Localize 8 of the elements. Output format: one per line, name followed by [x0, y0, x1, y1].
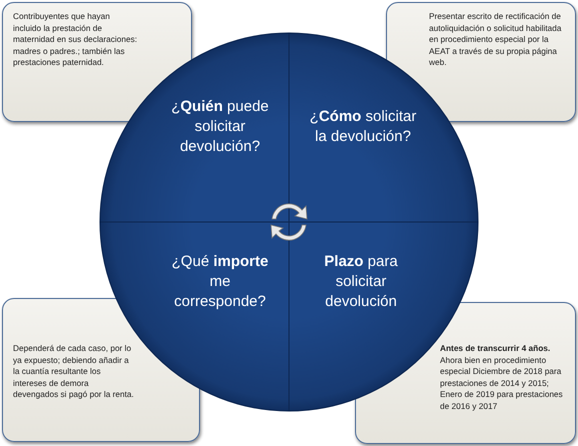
bullet-text: Contribuyentes que hayan incluido la prestación de maternidad en sus declaraciones: madres o padres.; también las prestaciones paternidad.: [13, 11, 138, 68]
question-text: Plazo para solicitar devolución: [323, 252, 399, 312]
question-text: ¿Cómo solicitar la devolución?: [308, 107, 418, 147]
question-text: ¿Qué importe me corresponde?: [170, 252, 270, 312]
question-text: ¿Quién puede solicitar devolución?: [170, 97, 270, 157]
bullet-text: Presentar escrito de rectificación de autoliquidación o solicitud habilitada en procedimiento especial por la AEAT a través de su propia página web.: [429, 11, 562, 68]
bullet-text: Dependerá de cada caso, por lo ya expuesto; debiendo añadir a la cuantía resultante los intereses de demora devengados si pagó por la renta.: [13, 343, 135, 400]
bullet-text: Antes de transcurrir 4 años. Ahora bien en procedimiento especial Diciembre de 2018 para prestaciones de 2014 y 2015; Enero de 2019 para prestaciones de 2016 y 2017: [440, 343, 564, 412]
